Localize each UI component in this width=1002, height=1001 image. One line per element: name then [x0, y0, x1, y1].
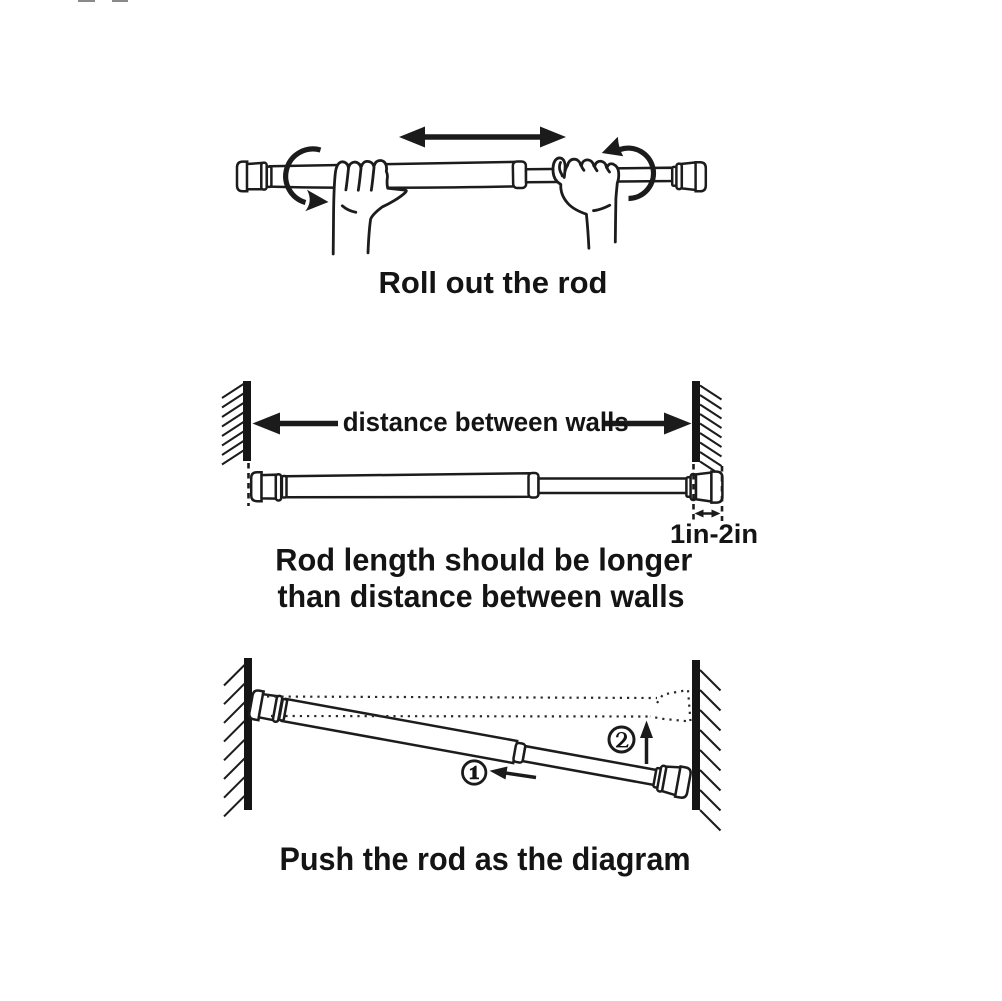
svg-text:distance between walls: distance between walls — [343, 407, 629, 437]
svg-text:than distance between walls: than distance between walls — [278, 578, 685, 614]
svg-text:Roll out the rod: Roll out the rod — [379, 265, 608, 300]
svg-text:Rod length should be longer: Rod length should be longer — [275, 542, 692, 578]
svg-text:Push the rod as the diagram: Push the rod as the diagram — [280, 840, 691, 877]
svg-text:1in-2in: 1in-2in — [670, 519, 758, 549]
